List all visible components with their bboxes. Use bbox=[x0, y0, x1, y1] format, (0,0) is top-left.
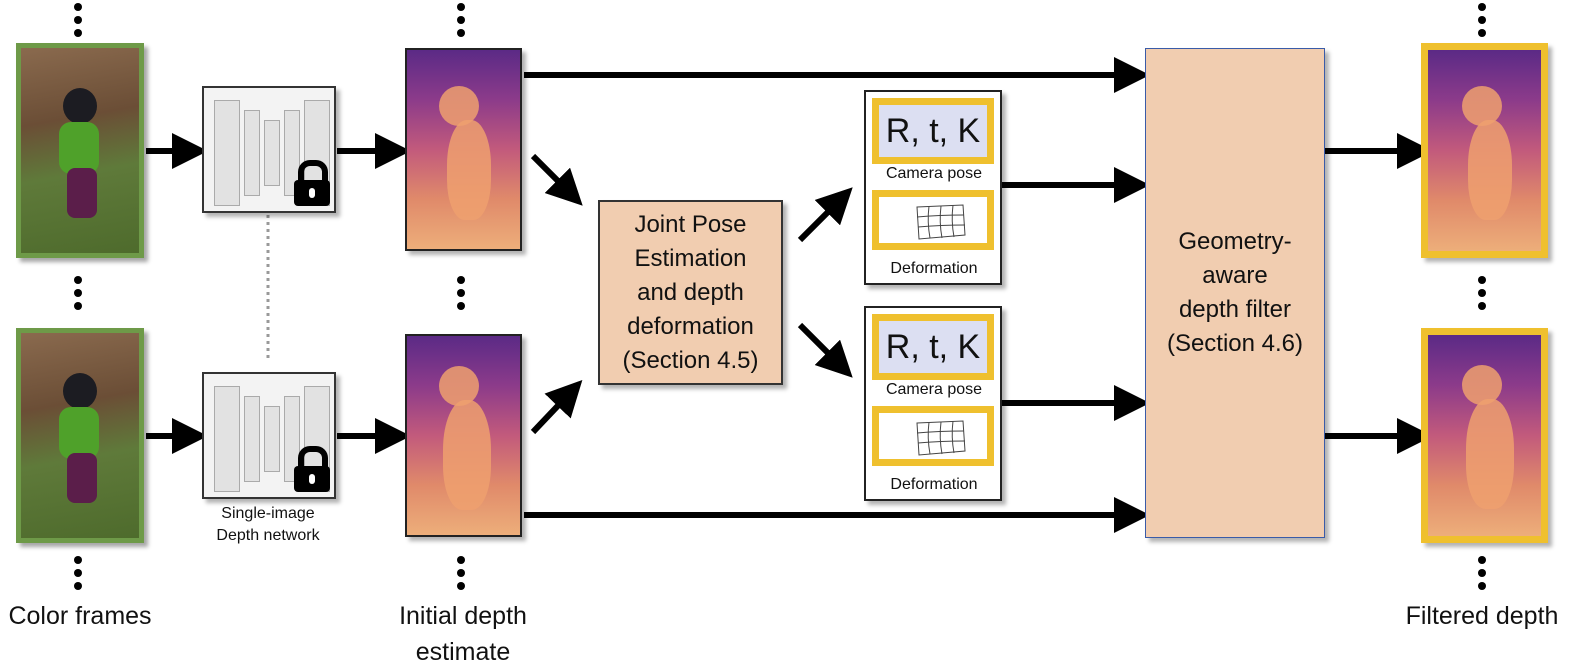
pose-estimation-box: Joint Pose Estimation and depth deformat… bbox=[598, 200, 783, 385]
initial-depth-1 bbox=[405, 48, 522, 251]
arrow-depth1-pose bbox=[530, 153, 583, 206]
vertical-ellipsis-icon bbox=[74, 3, 1486, 590]
lock-icon bbox=[298, 446, 328, 472]
camera-params: R, t, K bbox=[872, 314, 994, 380]
label-filtered-depth: Filtered depth bbox=[1405, 602, 1559, 630]
deformation-box bbox=[872, 190, 994, 250]
depth-network-1 bbox=[202, 86, 336, 213]
arrow-pose-panel2 bbox=[797, 322, 853, 378]
deformation-grid-icon bbox=[916, 204, 966, 240]
arrow-depth2-pose bbox=[530, 379, 583, 435]
initial-depth-2 bbox=[405, 334, 522, 537]
label-initial-depth: Initial depth estimate bbox=[399, 602, 527, 666]
filtered-depth-2 bbox=[1421, 328, 1548, 543]
deformation-box bbox=[872, 406, 994, 466]
deformation-label: Deformation bbox=[890, 476, 978, 493]
arrow-pose-panel1 bbox=[797, 187, 853, 243]
depth-filter-box: Geometry- aware depth filter (Section 4.… bbox=[1145, 48, 1325, 538]
color-frame-1 bbox=[16, 43, 144, 258]
camera-deformation-panel-2: R, t, K Camera pose Deformation bbox=[864, 306, 1002, 501]
color-frame-2 bbox=[16, 328, 144, 543]
filtered-depth-1 bbox=[1421, 43, 1548, 258]
label-color-frames: Color frames bbox=[8, 602, 152, 630]
deformation-label: Deformation bbox=[890, 260, 978, 277]
camera-pose-label: Camera pose bbox=[885, 165, 983, 182]
depth-network-2 bbox=[202, 372, 336, 499]
network-caption: Single-image Depth network bbox=[216, 505, 320, 544]
lock-icon bbox=[298, 160, 328, 186]
camera-pose-label: Camera pose bbox=[885, 381, 983, 398]
deformation-grid-icon bbox=[916, 420, 966, 456]
camera-deformation-panel-1: R, t, K Camera pose Deformation bbox=[864, 90, 1002, 285]
camera-params: R, t, K bbox=[872, 98, 994, 164]
